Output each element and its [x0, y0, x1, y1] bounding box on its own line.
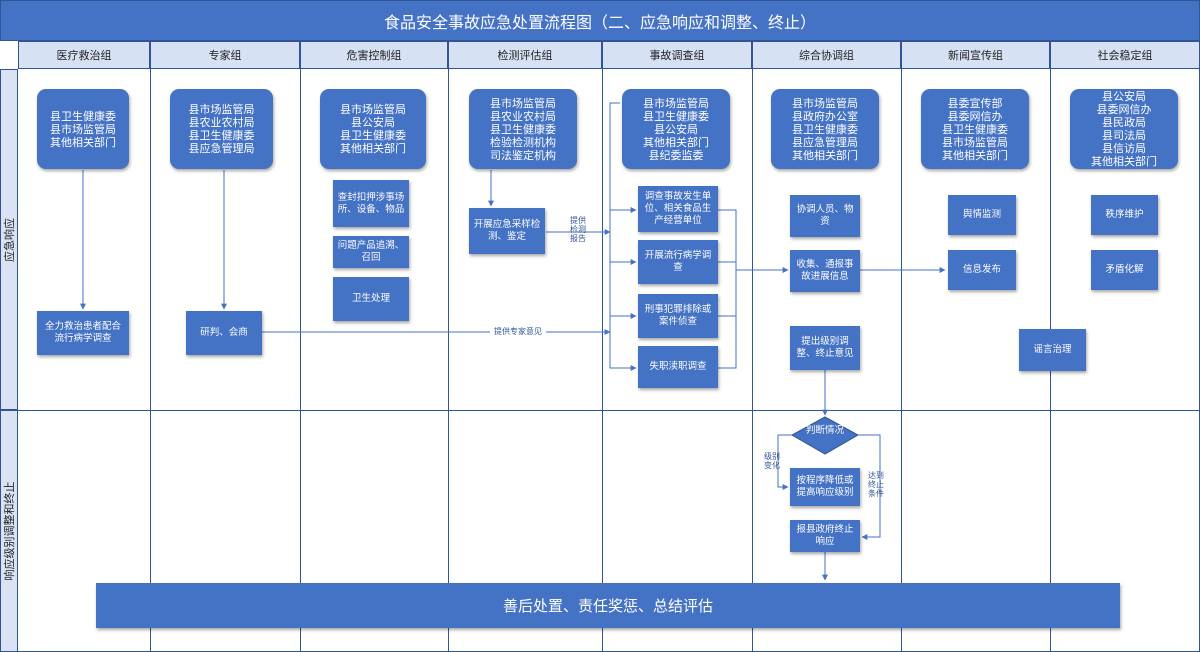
note-test-report: 提供检测报告 [570, 216, 586, 243]
action-investigate-units: 调查事故发生单位、相关食品生产经营单位 [638, 186, 718, 232]
org-line: 县市场监管局 [188, 103, 255, 116]
org-box-expert: 县市场监管局 县农业农村局 县卫生健康委 县应急管理局 [170, 89, 273, 169]
action-rumor-control: 谣言治理 [1019, 329, 1086, 371]
action-sanitize: 卫生处理 [333, 277, 409, 321]
bracket-investigation-left [609, 102, 637, 371]
diagram-title: 食品安全事故应急处置流程图（二、应急响应和调整、终止） [0, 0, 1200, 41]
action-treat-patients: 全力救治患者配合流行病学调查 [37, 311, 129, 355]
action-sampling: 开展应急采样检测、鉴定 [469, 208, 545, 254]
org-box-coordination: 县市场监管局 县政府办公室 县卫生健康委 县应急管理局 其他相关部门 [771, 89, 879, 169]
action-resolve-conflict: 矛盾化解 [1091, 250, 1158, 290]
org-line: 县市场监管局 [792, 96, 858, 110]
org-box-stability: 县公安局 县委网信办 县民政局 县司法局 县信访局 其他相关部门 [1070, 89, 1178, 169]
column-header-medical: 医疗救治组 [18, 41, 150, 69]
org-line: 县公安局 [1102, 90, 1146, 103]
org-box-investigation: 县市场监管局 县卫生健康委 县公安局 其他相关部门 县纪委监委 [622, 89, 730, 169]
org-line: 县卫生健康委 [188, 129, 255, 142]
org-line: 县公安局 [654, 122, 698, 136]
action-publish-info: 信息发布 [948, 250, 1016, 290]
note-expert-opinion: 提供专家意见 [490, 327, 546, 336]
action-report-terminate: 报县政府终止响应 [790, 520, 860, 552]
action-collect-info: 收集、通报事故进展信息 [790, 250, 860, 292]
org-line: 县市场监管局 [340, 103, 406, 116]
org-line: 县卫生健康委 [50, 109, 116, 123]
org-line: 县卫生健康委 [792, 122, 858, 136]
org-line: 县卫生健康委 [340, 129, 406, 142]
org-box-medical: 县卫生健康委 县市场监管局 其他相关部门 [37, 89, 129, 169]
column-header-news: 新闻宣传组 [901, 41, 1050, 69]
action-order-maintain: 秩序维护 [1091, 195, 1158, 235]
org-line: 县市场监管局 [50, 122, 116, 136]
org-line: 其他相关部门 [1091, 155, 1157, 168]
org-line: 其他相关部门 [50, 135, 116, 149]
judge-diamond [790, 416, 860, 455]
org-line: 县政府办公室 [792, 109, 858, 123]
org-line: 县农业农村局 [188, 116, 255, 129]
org-box-testing: 县市场监管局 县农业农村局 县卫生健康委 检验检测机构 司法鉴定机构 [469, 89, 577, 169]
column-divider [448, 69, 449, 652]
org-line: 县市场监管局 [942, 135, 1008, 149]
org-line: 县卫生健康委 [643, 109, 709, 123]
org-line: 县委网信办 [947, 109, 1003, 123]
column-header-investigation: 事故调查组 [602, 41, 752, 69]
arrow-level-change [777, 434, 792, 490]
column-header-testing: 检测评估组 [448, 41, 602, 69]
column-divider [150, 69, 151, 652]
org-line: 县信访局 [1102, 142, 1146, 155]
org-line: 县委网信办 [1096, 103, 1152, 116]
bracket-investigation-right [718, 209, 737, 369]
org-line: 司法鉴定机构 [490, 148, 556, 162]
org-box-news: 县委宣传部 县委网信办 县卫生健康委 县市场监管局 其他相关部门 [921, 89, 1029, 169]
action-opinion-monitor: 舆情监测 [948, 195, 1016, 235]
column-header-coordination: 综合协调组 [752, 41, 901, 69]
org-line: 县应急管理局 [792, 135, 858, 149]
action-propose-adjust: 提出级别调整、终止意见 [790, 326, 860, 370]
column-header-stability: 社会稳定组 [1050, 41, 1200, 69]
row-divider [18, 410, 1200, 411]
column-header-expert: 专家组 [150, 41, 300, 69]
action-duty-investigation: 失职渎职调查 [638, 346, 718, 388]
action-trace-recall: 问题产品追溯、召回 [333, 236, 409, 268]
column-divider [300, 69, 301, 652]
org-line: 县纪委监委 [648, 148, 704, 162]
org-line: 县司法局 [1102, 129, 1146, 142]
final-banner: 善后处置、责任奖惩、总结评估 [96, 583, 1120, 628]
org-line: 县农业农村局 [490, 109, 556, 123]
org-line: 其他相关部门 [340, 142, 406, 155]
org-line: 县市场监管局 [643, 96, 709, 110]
column-divider [752, 69, 753, 652]
org-line: 县市场监管局 [490, 96, 556, 110]
judge-label: 判断情况 [805, 425, 844, 436]
action-epidemiology: 开展流行病学调查 [638, 240, 718, 284]
note-reach-condition: 达到终止条件 [868, 471, 884, 498]
action-adjust-level: 按程序降低或提高响应级别 [790, 468, 860, 506]
org-line: 检验检测机构 [490, 135, 556, 149]
org-line: 县应急管理局 [188, 142, 255, 155]
row-header-response: 应急响应 [0, 69, 18, 410]
org-line: 县卫生健康委 [490, 122, 556, 136]
action-coordinate-staff: 协调人员、物资 [790, 195, 860, 237]
column-divider [901, 69, 902, 652]
action-seal-premises: 查封扣押涉事场所、设备、物品 [333, 180, 409, 227]
org-box-hazard: 县市场监管局 县公安局 县卫生健康委 其他相关部门 [320, 89, 426, 169]
column-divider [602, 69, 603, 652]
org-line: 县委宣传部 [947, 96, 1003, 110]
org-line: 县民政局 [1102, 116, 1146, 129]
org-line: 其他相关部门 [643, 135, 709, 149]
column-header-hazard: 危害控制组 [300, 41, 448, 69]
org-line: 县卫生健康委 [942, 122, 1008, 136]
org-line: 县公安局 [351, 116, 395, 129]
org-line: 其他相关部门 [792, 148, 858, 162]
arrow-reach-condition [858, 434, 881, 540]
note-level-change: 级别变化 [764, 452, 780, 470]
action-crime-investigation: 刑事犯罪排除或案件侦查 [638, 294, 718, 338]
org-line: 其他相关部门 [942, 148, 1008, 162]
action-consult: 研判、会商 [186, 311, 262, 355]
